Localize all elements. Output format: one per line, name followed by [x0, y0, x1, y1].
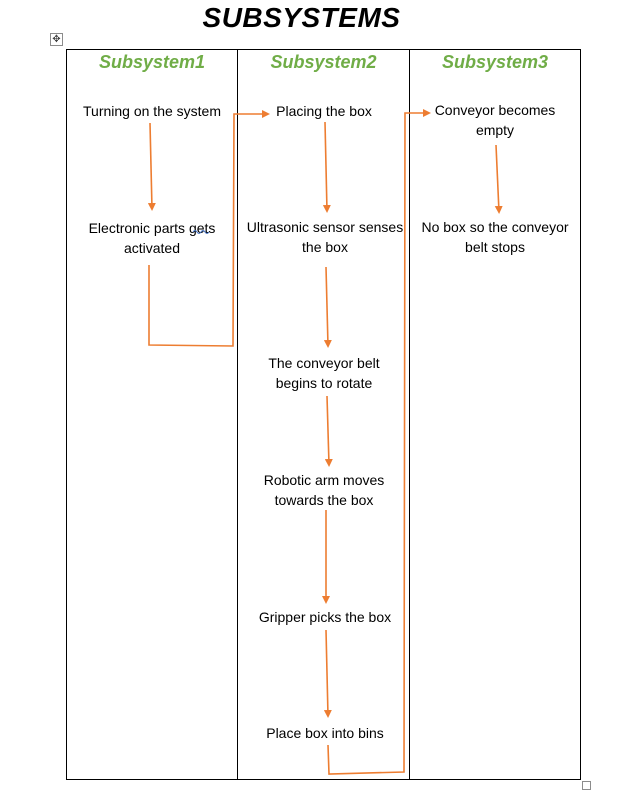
arrow-empty-to-stops	[494, 144, 503, 214]
subsystems-table	[66, 49, 581, 780]
step-robotic-arm-moves: Robotic arm moves towards the box	[263, 472, 385, 508]
step-conveyor-stops: No box so the conveyor belt stops	[421, 219, 569, 255]
column-divider-1	[237, 49, 238, 780]
column-divider-2	[409, 49, 410, 780]
arrow-turning-to-activated	[147, 122, 156, 211]
step-ultrasonic-sensor: Ultrasonic sensor senses the box	[246, 219, 404, 255]
arrow-placing-to-sensor	[322, 121, 331, 213]
table-resize-handle-icon[interactable]	[582, 781, 591, 790]
step-gripper-picks: Gripper picks the box	[258, 609, 392, 625]
step-conveyor-rotate: The conveyor belt begins to rotate	[268, 355, 380, 391]
table-move-handle-icon[interactable]: ✥	[50, 33, 63, 46]
column-header-subsystem2: Subsystem2	[270, 52, 377, 72]
arrow-bins-to-empty	[327, 109, 431, 775]
arrow-gripper-to-bins	[323, 629, 332, 718]
step-place-into-bins: Place box into bins	[266, 725, 384, 741]
arrow-sensor-to-conveyor	[323, 266, 332, 348]
step-placing-box: Placing the box	[276, 103, 372, 119]
arrow-conveyor-to-arm	[324, 395, 333, 467]
arrow-activated-to-placing	[148, 110, 270, 347]
step-electronic-parts-activated: Electronic parts gets activated	[88, 220, 216, 256]
column-header-subsystem3: Subsystem3	[441, 52, 549, 72]
column-header-subsystem1: Subsystem1	[98, 52, 206, 72]
step-conveyor-empty: Conveyor becomes empty	[434, 102, 556, 138]
step-turning-on-system: Turning on the system	[83, 103, 221, 119]
page-title: SUBSYSTEMS	[202, 2, 401, 33]
spellcheck-squiggle	[192, 230, 210, 234]
